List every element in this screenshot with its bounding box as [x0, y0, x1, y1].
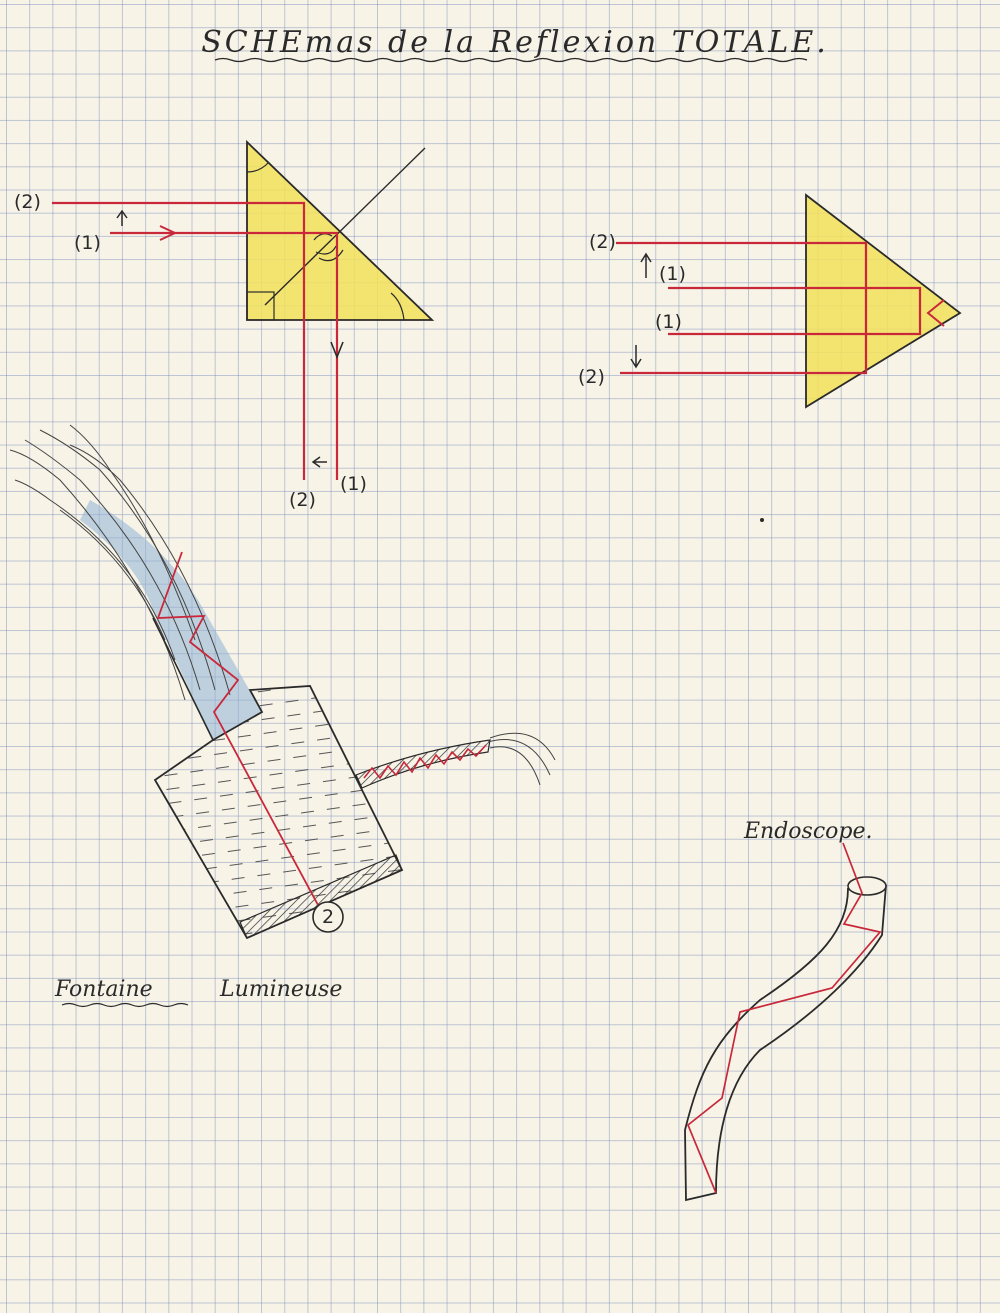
- luminous-fountain-diagram: 2 Fontaine Lumineuse: [9, 424, 556, 1008]
- ray-1-in-label: (1): [74, 232, 101, 254]
- ray-2-out-label: (2): [289, 489, 316, 511]
- fountain-caption-part2: Lumineuse: [219, 977, 342, 1002]
- apex-reflection-mark: [926, 299, 945, 327]
- ray-1-out-label: (1): [340, 473, 367, 495]
- ray-2-retro-path: [616, 241, 868, 375]
- right-angle-mark: [246, 291, 275, 321]
- ray-1-arrow: [159, 225, 178, 241]
- endoscope-tube: [684, 884, 887, 1202]
- outlet-hose: [355, 739, 491, 789]
- retroreflector-prism-diagram: (2) (1) (1) (2): [578, 193, 962, 409]
- angle-arc-reflection: [315, 245, 344, 262]
- ray-1-path: [110, 231, 339, 480]
- endoscope-diagram: Endoscope.: [684, 819, 887, 1202]
- title-underline: [214, 57, 808, 63]
- endoscope-caption: Endoscope.: [743, 819, 873, 844]
- water-spray-strokes: [9, 424, 231, 701]
- water-jet: [80, 500, 262, 740]
- prism-2: [805, 193, 962, 409]
- ray-2-in-label: (2): [14, 191, 41, 213]
- fountain-light-ray: [156, 551, 319, 906]
- hose-zigzag-ray: [363, 744, 487, 780]
- nozzle: [152, 617, 214, 741]
- ray-2-path: [52, 201, 306, 480]
- ink-dot: [760, 518, 764, 522]
- fountain-caption-underline: [61, 1002, 189, 1008]
- container-base: [239, 854, 403, 939]
- hose-spray: [487, 732, 556, 786]
- retro-arrow-down: [630, 345, 642, 369]
- angle-arc-top: [246, 161, 270, 173]
- angle-arc-right: [390, 292, 405, 321]
- ray-1-retro-path: [668, 286, 922, 336]
- fountain-caption-part1: Fontaine: [54, 977, 153, 1002]
- retro-ray-1-bottom-label: (1): [655, 311, 682, 333]
- endoscope-light-ray: [686, 842, 882, 1194]
- retro-ray-2-bottom-label: (2): [578, 366, 605, 388]
- retro-arrow-up: [640, 252, 652, 278]
- order-arrow-up: [116, 209, 128, 226]
- water-container: [153, 685, 404, 940]
- ray-1-out-arrow: [330, 341, 344, 360]
- page-title: SCHEmas de la Reflexion TOTALE.: [201, 25, 829, 60]
- endoscope-opening: [847, 876, 887, 896]
- right-angle-prism-diagram: (2) (1) (2) (1): [14, 139, 435, 511]
- order-arrow-left: [311, 456, 327, 468]
- retro-ray-1-top-label: (1): [659, 263, 686, 285]
- light-source-marker: [312, 901, 344, 933]
- normal-line: [264, 147, 426, 306]
- retro-ray-2-top-label: (2): [589, 231, 616, 253]
- light-source-label: 2: [322, 906, 334, 928]
